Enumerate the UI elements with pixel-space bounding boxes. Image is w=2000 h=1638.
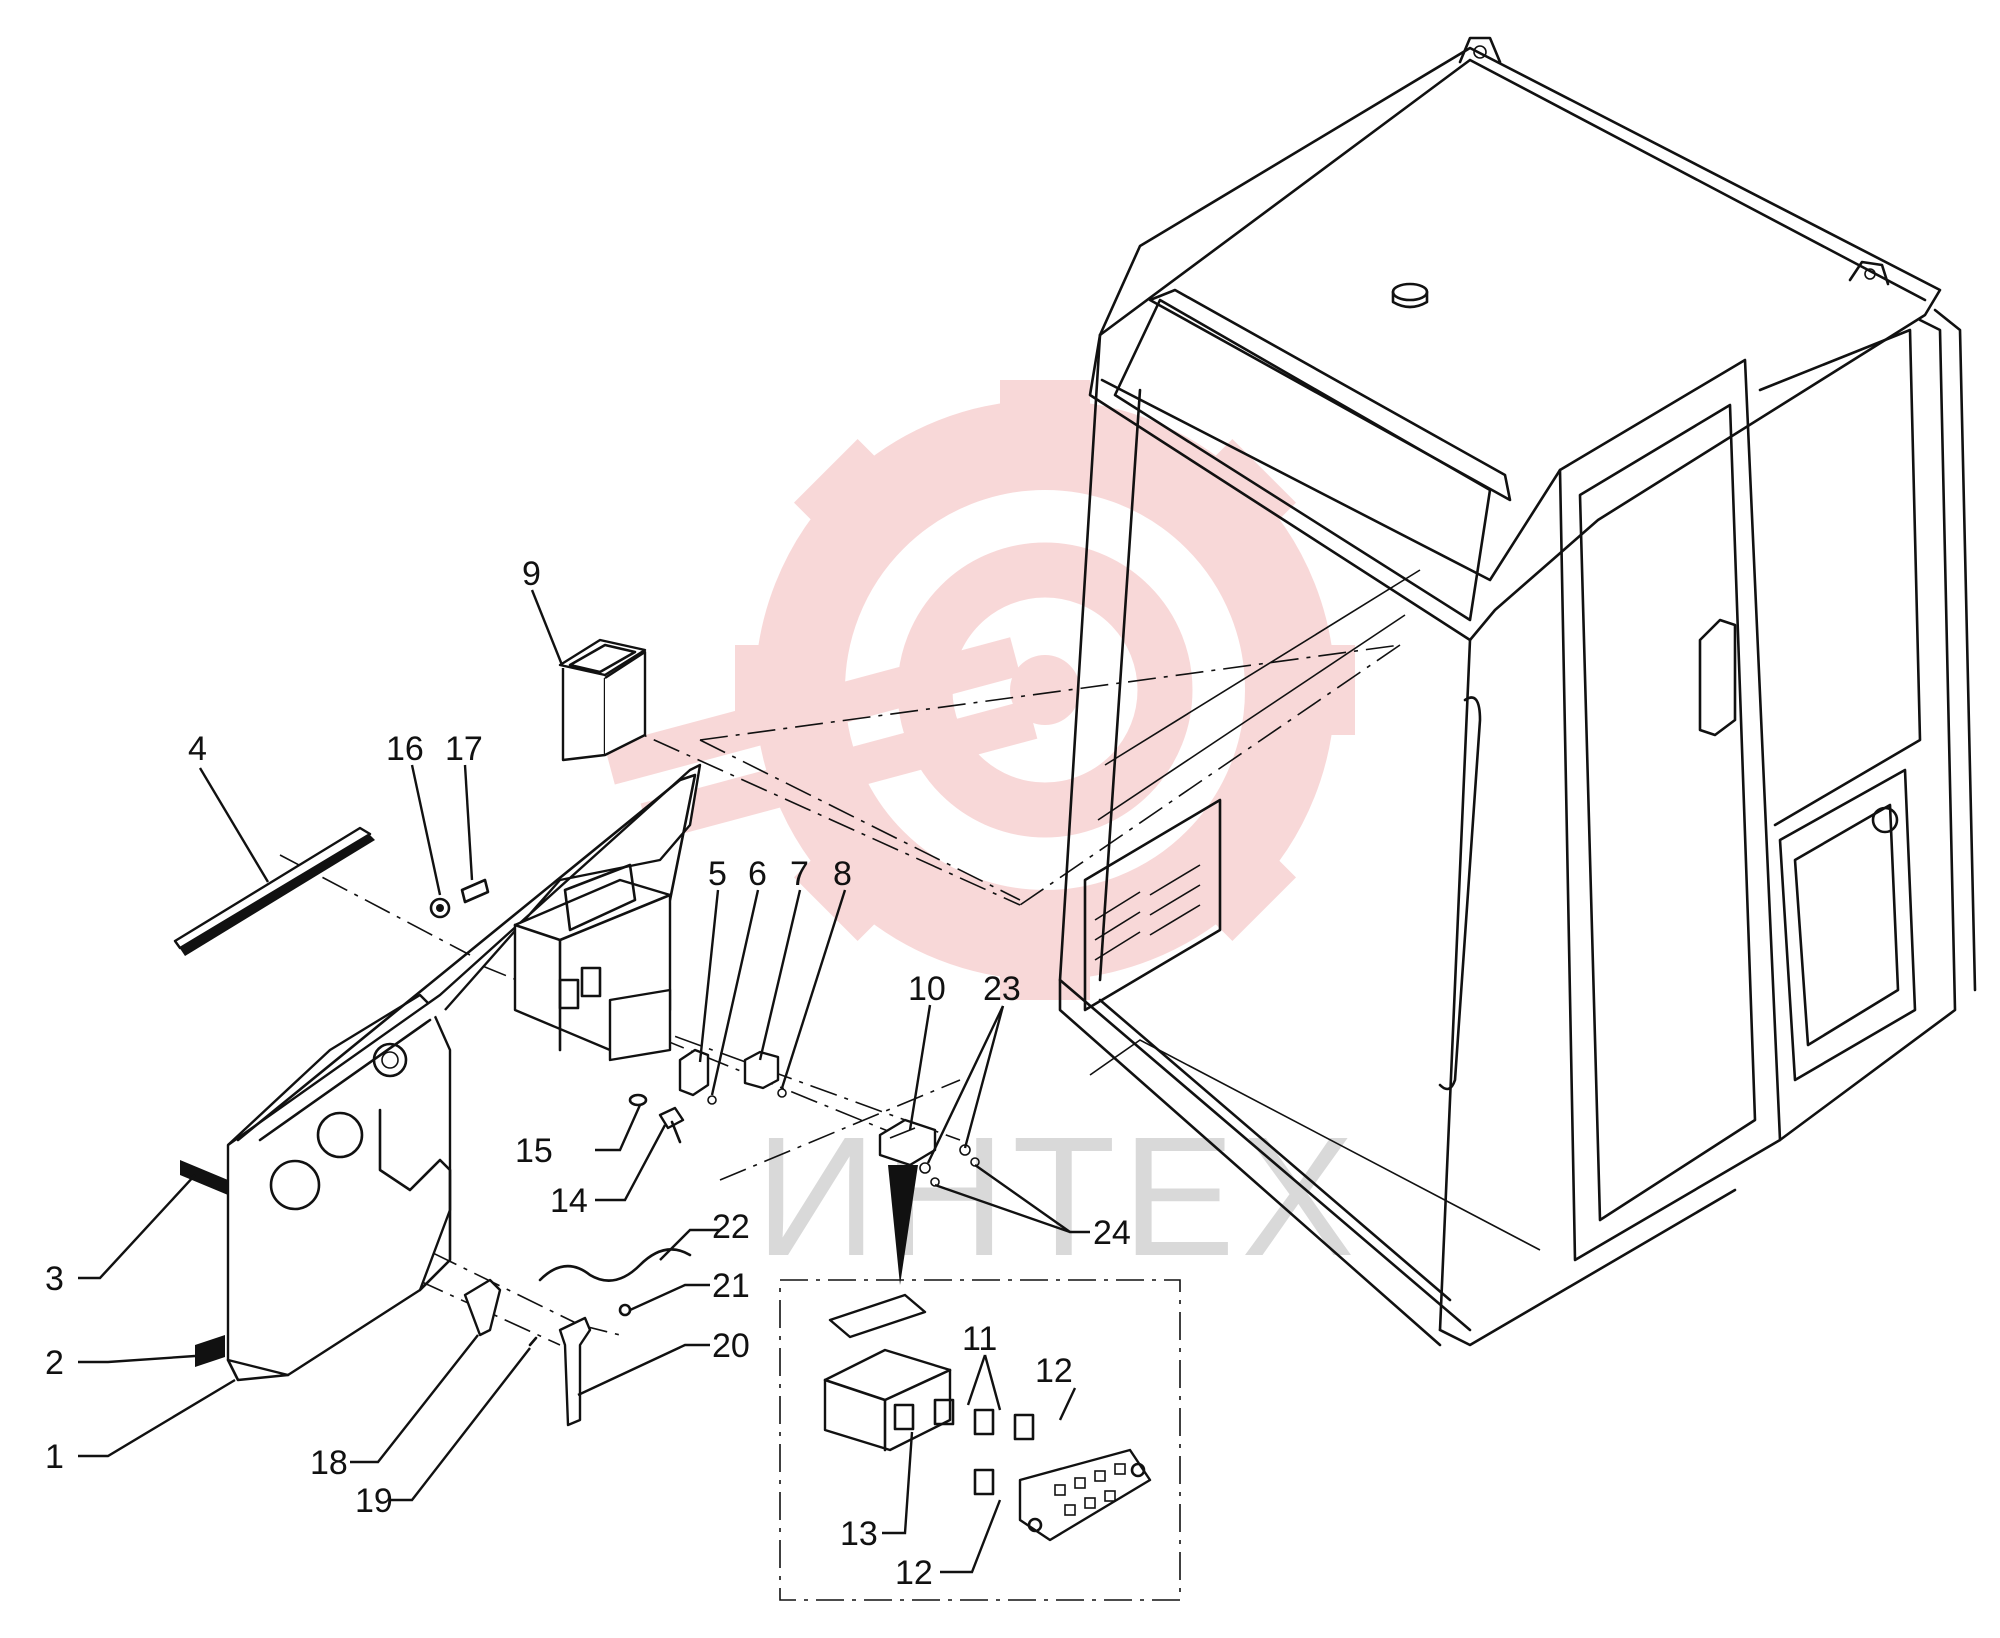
- callout-8: 8: [833, 855, 852, 893]
- callout-4: 4: [188, 730, 207, 768]
- part-9-pocket: [558, 638, 647, 762]
- part-21-nut: [618, 1303, 632, 1317]
- detail-inset: [779, 1279, 1181, 1601]
- callout-24: 24: [1093, 1214, 1131, 1252]
- part-3-pad: [180, 1160, 228, 1195]
- part-19-pin: [528, 1336, 538, 1347]
- watermark-text: ИНТЕХ: [755, 1102, 1361, 1292]
- callout-15: 15: [515, 1132, 553, 1170]
- part-14-bolt: [658, 1106, 685, 1144]
- part-18-bracket: [463, 1278, 502, 1337]
- part-16-clip: [429, 897, 451, 919]
- callout-22: 22: [712, 1208, 750, 1246]
- callout-12-upper: 12: [1035, 1352, 1073, 1390]
- part-20-lever: [558, 1316, 592, 1427]
- part-7-switch: [743, 1050, 780, 1090]
- part-15-washer: [628, 1093, 648, 1107]
- assembly-lines: [279, 644, 1401, 1346]
- callout-9: 9: [522, 555, 541, 593]
- callout-12-lower: 12: [895, 1554, 933, 1592]
- callout-11: 11: [962, 1320, 997, 1358]
- callout-14: 14: [550, 1182, 588, 1220]
- cab-frame: [1058, 36, 1977, 1347]
- part-8-screw: [777, 1088, 787, 1098]
- callout-13: 13: [840, 1515, 878, 1553]
- watermark-gear-logo: [604, 380, 1355, 1000]
- callout-3: 3: [45, 1260, 64, 1298]
- part-4-strip: [173, 826, 375, 956]
- callout-20: 20: [712, 1327, 750, 1365]
- part-17-connector: [460, 878, 490, 904]
- callout-21: 21: [712, 1267, 750, 1305]
- callout-18: 18: [310, 1444, 348, 1482]
- callout-5: 5: [708, 855, 727, 893]
- callout-2: 2: [45, 1344, 64, 1382]
- switch-box: [513, 863, 672, 1062]
- callout-10: 10: [908, 970, 946, 1008]
- part-22-cable: [538, 1248, 692, 1282]
- dashboard-console-part: [226, 763, 702, 1382]
- callout-1: 1: [45, 1438, 64, 1476]
- callout-23: 23: [983, 970, 1021, 1008]
- callout-7: 7: [790, 855, 809, 893]
- part-10-relay: [878, 1118, 937, 1285]
- callout-19: 19: [355, 1482, 393, 1520]
- part-6-screw: [707, 1095, 717, 1105]
- part-2-pad: [195, 1335, 225, 1367]
- callout-6: 6: [748, 855, 767, 893]
- callout-17: 17: [445, 730, 483, 768]
- part-5-switch: [678, 1048, 710, 1097]
- callout-16: 16: [386, 730, 424, 768]
- callout-labels: 1 2 3 4 5 6 7 8 9 10 11 12 12 13 14 15 1…: [45, 555, 1131, 1592]
- leader-lines: [78, 589, 1090, 1574]
